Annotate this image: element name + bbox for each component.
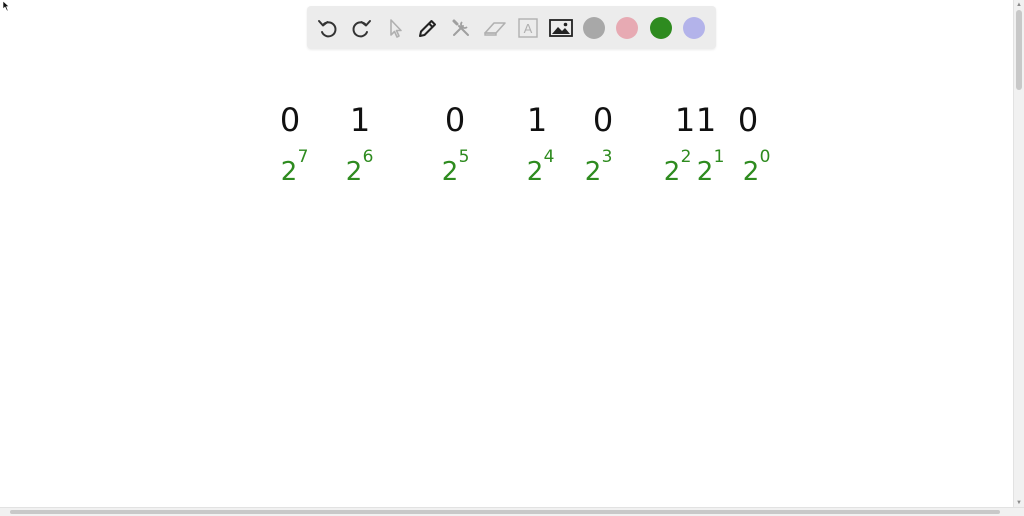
text-tool-button[interactable]: A	[513, 13, 543, 43]
color-swatch-green[interactable]	[650, 17, 672, 39]
pointer-icon	[390, 19, 402, 38]
color-swatch-gray[interactable]	[583, 17, 605, 39]
mouse-cursor-icon	[2, 0, 10, 12]
svg-text:A: A	[524, 21, 533, 36]
color-swatch-pink[interactable]	[616, 17, 638, 39]
pen-tool-button[interactable]	[413, 13, 443, 43]
image-tool-button[interactable]	[546, 13, 576, 43]
horizontal-scroll-thumb[interactable]	[10, 510, 1000, 514]
redo-icon	[352, 20, 371, 38]
redo-button[interactable]	[346, 13, 376, 43]
eraser-icon	[484, 22, 506, 36]
tools-button[interactable]	[446, 13, 476, 43]
undo-icon	[318, 20, 337, 38]
tools-icon	[452, 19, 469, 36]
whiteboard-canvas[interactable]	[0, 0, 1014, 508]
image-icon	[549, 19, 573, 37]
select-tool-button[interactable]	[380, 13, 410, 43]
scroll-down-icon[interactable]: ▼	[1016, 500, 1022, 506]
eraser-tool-button[interactable]	[480, 13, 510, 43]
pen-icon	[419, 20, 436, 37]
color-swatch-lavender[interactable]	[683, 17, 705, 39]
horizontal-scrollbar[interactable]	[0, 507, 1024, 516]
vertical-scroll-thumb[interactable]	[1016, 10, 1022, 90]
scroll-up-icon[interactable]: ▲	[1016, 2, 1022, 8]
text-icon: A	[518, 18, 538, 38]
vertical-scrollbar[interactable]: ▲ ▼	[1013, 0, 1024, 508]
drawing-toolbar: A	[307, 6, 716, 49]
undo-button[interactable]	[313, 13, 343, 43]
